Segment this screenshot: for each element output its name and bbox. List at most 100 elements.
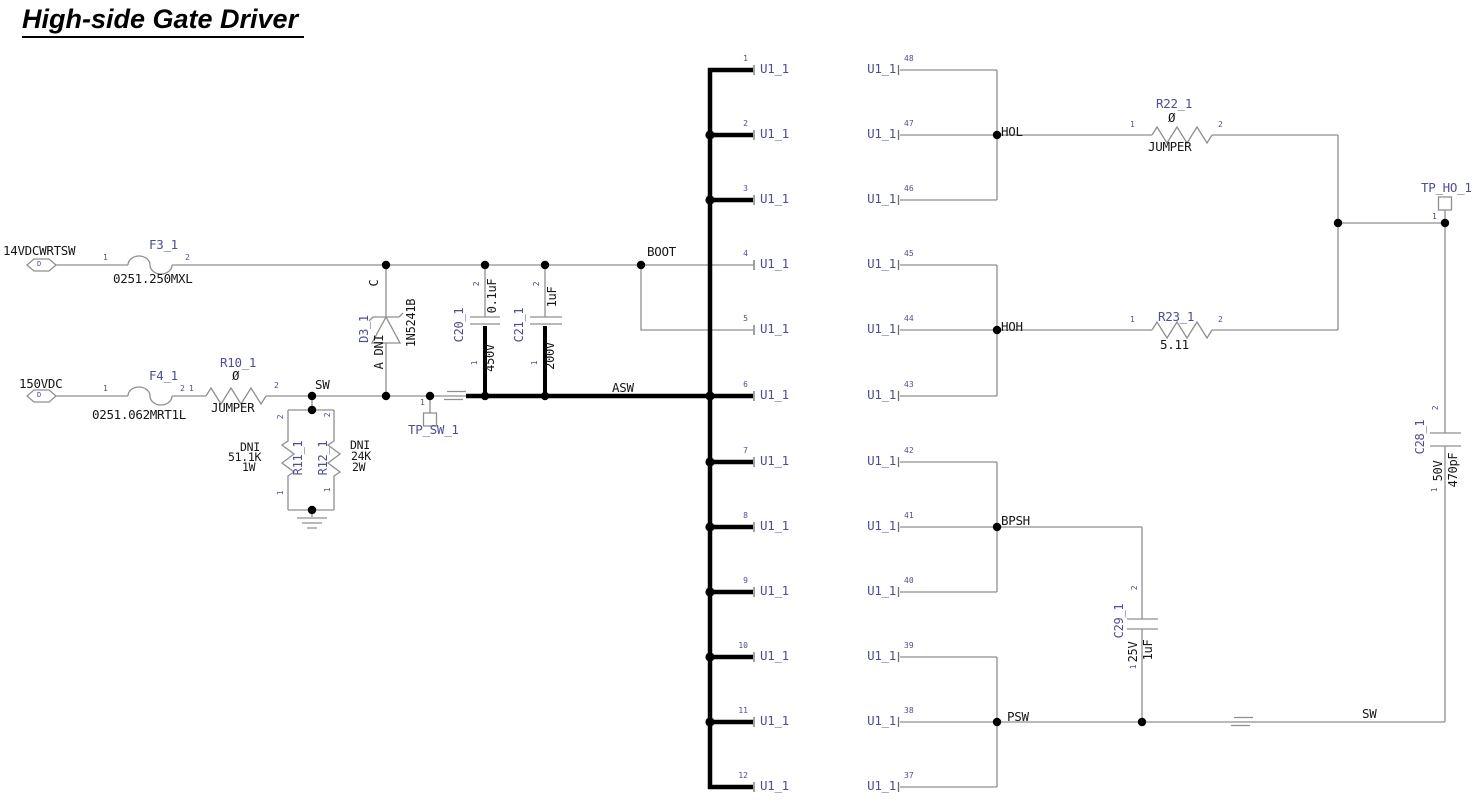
ic-ref: U1_1: [760, 191, 789, 206]
pin-c20-top: 2: [472, 281, 481, 287]
pin-f3-1: 1: [103, 253, 108, 262]
resistor-r12-symbol: [326, 410, 342, 510]
ic-pin-right-38: 38: [904, 706, 914, 715]
testpoint-tp-ho-symbol: [1437, 196, 1453, 223]
value-c29: 1uF: [1141, 639, 1155, 661]
cap-c20-symbol: [470, 265, 500, 325]
cathode-d3: C: [367, 279, 381, 287]
ground-symbol: [297, 517, 327, 529]
ic-pin-left-8: 8: [743, 511, 748, 520]
ic-ref: U1_1: [867, 778, 896, 793]
ic-ref: U1_1: [760, 321, 789, 336]
ic-pin-left-6: 6: [743, 380, 748, 389]
pin-r22-2: 2: [1218, 120, 1223, 129]
thick-bus: [466, 67, 753, 790]
net-label-sw-right: SW: [1362, 706, 1377, 721]
value-c28: 470pF: [1446, 452, 1460, 488]
ic-ref: U1_1: [760, 713, 789, 728]
value-f4: 0251.062MRT1L: [92, 407, 186, 422]
pin-r23-1: 1: [1130, 315, 1135, 324]
ic-pin-left-11: 11: [738, 706, 748, 715]
ic-pin-right-46: 46: [904, 184, 914, 193]
ref-c20: C20_1: [452, 307, 466, 343]
ic-ref: U1_1: [867, 387, 896, 402]
watts-r12: 2W: [352, 460, 366, 474]
pin-c21-top: 2: [532, 281, 541, 287]
resistor-r22-symbol: [1151, 125, 1213, 145]
ic-ref: U1_1: [867, 256, 896, 271]
dni-r11: DNI: [240, 440, 260, 454]
ic-ref: U1_1: [867, 61, 896, 76]
fuse-f4-symbol: [127, 386, 173, 406]
ic-ref: U1_1: [760, 256, 789, 271]
cap-c21-symbol: [530, 265, 562, 325]
value-f3: 0251.250MXL: [113, 271, 193, 286]
port-150vdc-symbol: [26, 389, 57, 403]
ref-f4: F4_1: [149, 368, 178, 383]
ic-pin-left-5: 5: [743, 314, 748, 323]
ref-c28: C28_1: [1413, 419, 1427, 455]
value-r12: 24K: [351, 449, 371, 463]
pin-c20-bot: 1: [470, 360, 479, 366]
pin-c29-bot: 1: [1129, 664, 1138, 670]
pin-c29-top: 2: [1130, 585, 1139, 591]
ref-d3: D3_1: [357, 315, 371, 343]
ic-ref: U1_1: [867, 713, 896, 728]
ic-pin-right-47: 47: [904, 119, 914, 128]
pin-r10-1: 1: [189, 384, 194, 393]
ic-ref: U1_1: [760, 583, 789, 598]
net-label-hoh: HOH: [1001, 319, 1023, 334]
ic-pin-right-39: 39: [904, 641, 914, 650]
ic-pin-left-12: 12: [738, 771, 748, 780]
value-r11: 51.1K: [228, 450, 262, 464]
resistor-r23-symbol: [1151, 320, 1213, 340]
cap-c28-symbol: [1430, 223, 1461, 722]
diode-d3-symbol: [368, 265, 404, 396]
ic-ref: U1_1: [760, 648, 789, 663]
ref-c29: C29_1: [1112, 603, 1126, 639]
ic-ref: U1_1: [760, 61, 789, 76]
cap-c29-symbol: [1127, 618, 1158, 722]
ref-r23: R23_1: [1158, 309, 1195, 324]
voltage-c21: 200V: [543, 342, 557, 370]
note-r10: JUMPER: [211, 400, 255, 415]
value-r10: Ø: [232, 368, 240, 383]
ic-pin-left-3: 3: [743, 184, 748, 193]
ref-f3: F3_1: [149, 237, 178, 252]
ic-pin-right-42: 42: [904, 446, 914, 455]
net-label-boot: BOOT: [647, 244, 676, 259]
testpoint-tp-sw-label: TP_SW_1: [408, 422, 459, 437]
ref-c21: C21_1: [512, 307, 526, 343]
ic-pin-left-1: 1: [743, 54, 748, 63]
ic-ref: U1_1: [867, 321, 896, 336]
ic-ref: U1_1: [760, 518, 789, 533]
ic-ref: U1_1: [867, 453, 896, 468]
ic-ref: U1_1: [867, 191, 896, 206]
net-label-asw: ASW: [612, 380, 634, 395]
watts-r11: 1W: [242, 460, 256, 474]
page-title: High-side Gate Driver: [22, 4, 305, 38]
pin-r23-2: 2: [1218, 315, 1223, 324]
ic-pin-right-40: 40: [904, 576, 914, 585]
ref-r11: R11_1: [291, 440, 305, 476]
ic-pin-right-48: 48: [904, 54, 914, 63]
ic-pin-left-10: 10: [738, 641, 748, 650]
ic-ref: U1_1: [867, 518, 896, 533]
pin-c21-bot: 1: [530, 360, 539, 366]
pin-r10-2: 2: [274, 381, 279, 390]
port-label-14vdcwrtsw: 14VDCWRTSW: [3, 243, 76, 258]
pin-c28-top: 2: [1431, 405, 1440, 411]
voltage-c28: 50V: [1431, 460, 1445, 482]
ic-pin-right-37: 37: [904, 771, 914, 780]
resistor-r11-symbol: [280, 410, 296, 510]
fuse-f3-symbol: [127, 255, 173, 275]
pin-f4-2: 2: [180, 384, 185, 393]
port-glyph-14vdcwrtsw: D: [37, 260, 42, 268]
ic-pin-right-44: 44: [904, 314, 914, 323]
port-label-150vdc: 150VDC: [19, 376, 63, 391]
pin-terminals: [753, 65, 900, 792]
ic-pin-left-2: 2: [743, 119, 748, 128]
ic-ref: U1_1: [760, 778, 789, 793]
